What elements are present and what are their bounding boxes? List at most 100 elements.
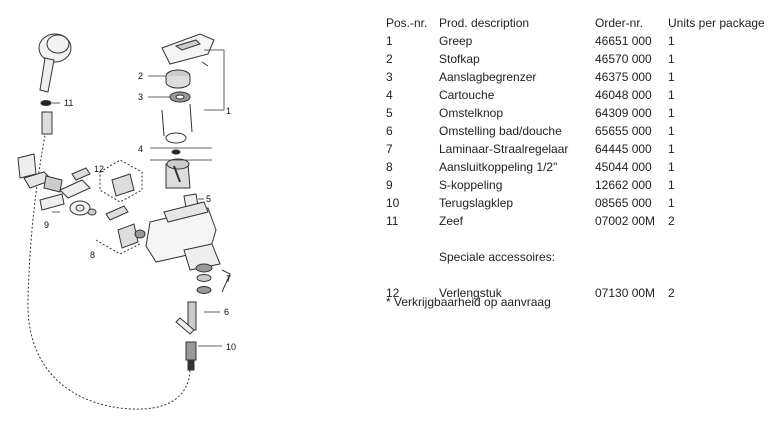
cell-pos: 4 bbox=[386, 88, 393, 102]
callout-9: 9 bbox=[44, 220, 49, 230]
cell-units: 1 bbox=[668, 88, 675, 102]
hose-nut bbox=[41, 111, 53, 135]
connector-part-8 bbox=[95, 223, 146, 255]
callout-12: 12 bbox=[94, 164, 104, 174]
cell-units: 1 bbox=[668, 52, 675, 66]
callout-labels: 11 2 3 1 4 12 5 9 8 7 6 10 bbox=[44, 71, 236, 352]
spacer-row bbox=[386, 266, 778, 284]
cell-order: 46651 000 bbox=[595, 34, 652, 48]
section-title: Speciale accessoires: bbox=[439, 250, 556, 264]
callout-1: 1 bbox=[226, 106, 231, 116]
callout-8: 8 bbox=[90, 250, 95, 260]
cell-order: 12662 000 bbox=[595, 178, 652, 192]
callout-2: 2 bbox=[138, 71, 143, 81]
cell-desc: Laminaar-Straalregelaar bbox=[439, 142, 569, 156]
cell-order: 45044 000 bbox=[595, 160, 652, 174]
section-row: Speciale accessoires: bbox=[386, 248, 778, 266]
cell-units: 1 bbox=[668, 124, 675, 138]
cell-pos: 11 bbox=[386, 214, 399, 228]
extension-part-12 bbox=[99, 159, 143, 203]
cell-pos: 7 bbox=[386, 142, 393, 156]
table-row: 7 Laminaar-Straalregelaar 64445 000 1 bbox=[386, 140, 778, 158]
cell-units: 1 bbox=[668, 34, 675, 48]
handle-part-1 bbox=[161, 33, 215, 67]
washer-part-11 bbox=[40, 100, 52, 106]
cell-pos: 12 bbox=[386, 286, 400, 300]
cell-order: 65655 000 bbox=[595, 124, 652, 138]
cartridge-part-4 bbox=[165, 149, 191, 189]
cell-desc: Greep bbox=[439, 34, 473, 48]
cell-units: 1 bbox=[668, 70, 675, 84]
table-header: Pos.-nr. Prod. description Order-nr. Uni… bbox=[386, 14, 778, 32]
shower-hose bbox=[27, 119, 191, 410]
table-row: 9 S-koppeling 12662 000 1 bbox=[386, 176, 778, 194]
cell-pos: 8 bbox=[386, 160, 393, 174]
cell-pos: 10 bbox=[386, 196, 400, 210]
cell-order: 07002 00M bbox=[595, 214, 656, 228]
mixer-body bbox=[145, 201, 221, 271]
table-row: 5 Omstelknop 64309 000 1 bbox=[386, 104, 778, 122]
table-row: 8 Aansluitkoppeling 1/2" 45044 000 1 bbox=[386, 158, 778, 176]
table-row: 1 Greep 46651 000 1 bbox=[386, 32, 778, 50]
col-header-pos: Pos.-nr. bbox=[386, 16, 428, 30]
hand-shower-icon bbox=[38, 33, 72, 93]
callout-10: 10 bbox=[226, 342, 236, 352]
callout-11: 11 bbox=[64, 98, 73, 108]
cell-desc: Aanslagbegrenzer bbox=[439, 70, 537, 84]
callout-6: 6 bbox=[224, 307, 229, 317]
cell-pos: 5 bbox=[386, 106, 393, 120]
cell-order: 46375 000 bbox=[595, 70, 652, 84]
table-row: 4 Cartouche 46048 000 1 bbox=[386, 86, 778, 104]
wall-holder-icon bbox=[17, 153, 63, 193]
table-row: 10 Terugslagklep 08565 000 1 bbox=[386, 194, 778, 212]
cell-desc: Cartouche bbox=[439, 88, 495, 102]
cell-units: 1 bbox=[668, 142, 675, 156]
cell-desc: Verlengstuk bbox=[439, 286, 502, 300]
diverter-part-6 bbox=[175, 301, 197, 335]
col-header-order: Order-nr. bbox=[595, 16, 644, 30]
table-row: 6 Omstelling bad/douche 65655 000 1 bbox=[386, 122, 778, 140]
cell-order: 64309 000 bbox=[595, 106, 652, 120]
aerator-part-7 bbox=[195, 263, 231, 294]
cell-desc: Terugslagklep bbox=[439, 196, 514, 210]
spacer-row bbox=[386, 230, 778, 248]
cell-units: 1 bbox=[668, 178, 675, 192]
cell-units: 2 bbox=[668, 214, 675, 228]
table-row: 11 Zeef 07002 00M 2 bbox=[386, 212, 778, 230]
check-valve-part-10 bbox=[185, 341, 197, 371]
cell-units: 1 bbox=[668, 196, 675, 210]
cell-order: 64445 000 bbox=[595, 142, 652, 156]
cell-order: 46048 000 bbox=[595, 88, 652, 102]
callout-4: 4 bbox=[138, 144, 143, 154]
callout-3: 3 bbox=[138, 92, 143, 102]
cell-order: 07130 00M bbox=[595, 286, 656, 300]
col-header-desc: Prod. description bbox=[439, 16, 530, 30]
callout-5: 5 bbox=[206, 194, 211, 204]
col-header-units: Units per package bbox=[668, 16, 765, 30]
cell-desc: Omstelling bad/douche bbox=[439, 124, 562, 138]
cell-desc: Stofkap bbox=[439, 52, 480, 66]
exploded-parts-diagram: 11 2 3 1 4 12 5 9 8 7 6 10 bbox=[17, 33, 236, 410]
cell-desc: Zeef bbox=[439, 214, 464, 228]
ring bbox=[165, 132, 187, 144]
cell-order: 08565 000 bbox=[595, 196, 652, 210]
cell-desc: Omstelknop bbox=[439, 106, 504, 120]
cell-pos: 3 bbox=[386, 70, 393, 84]
s-coupling-part-9 bbox=[39, 167, 129, 221]
cell-order: 46570 000 bbox=[595, 52, 652, 66]
cell-pos: 1 bbox=[386, 34, 393, 48]
limiter-part-3 bbox=[169, 91, 191, 103]
cell-units: 1 bbox=[668, 160, 675, 174]
table-row: 3 Aanslagbegrenzer 46375 000 1 bbox=[386, 68, 778, 86]
cell-pos: 6 bbox=[386, 124, 393, 138]
dust-cap-part-2 bbox=[165, 69, 191, 89]
cell-pos: 9 bbox=[386, 178, 393, 192]
cell-desc: S-koppeling bbox=[439, 178, 503, 192]
parts-table: Pos.-nr. Prod. description Order-nr. Uni… bbox=[386, 14, 778, 302]
cell-desc: Aansluitkoppeling 1/2" bbox=[439, 160, 558, 174]
footnote: * Verkrijgbaarheid op aanvraag bbox=[386, 295, 551, 309]
callout-7: 7 bbox=[226, 274, 231, 284]
cell-units: 1 bbox=[668, 106, 675, 120]
